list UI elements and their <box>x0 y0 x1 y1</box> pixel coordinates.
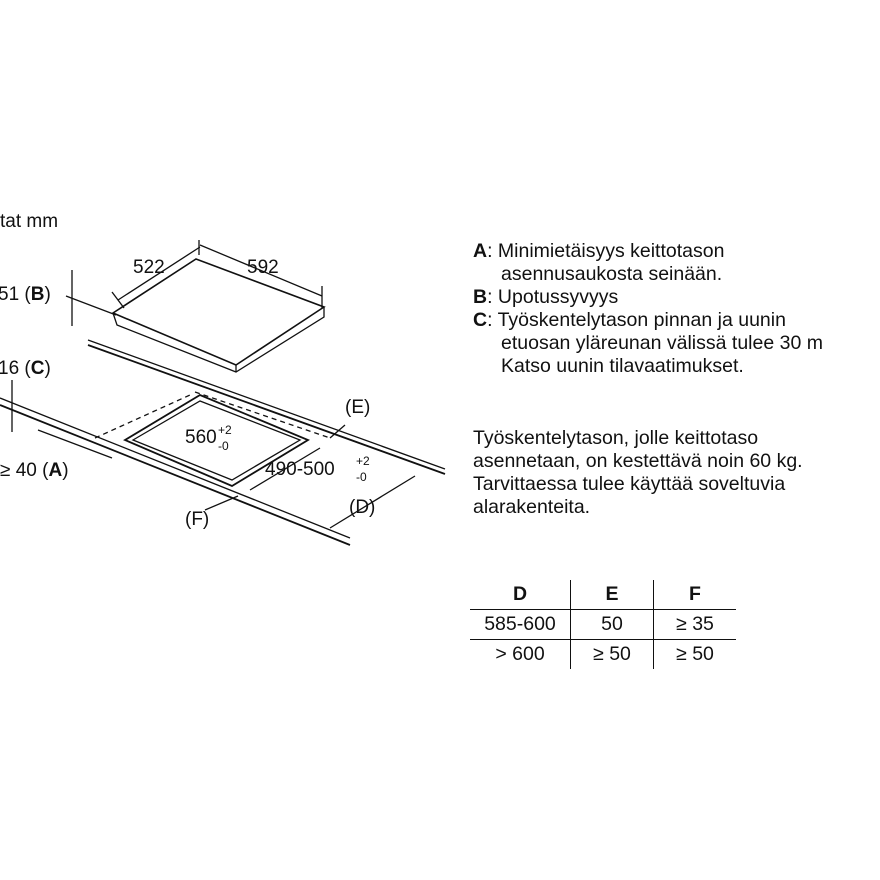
note-line: Tarvittaessa tulee käyttää soveltuvia <box>473 473 786 495</box>
cutout <box>123 393 310 488</box>
cutout-projection <box>94 394 191 439</box>
table-row: > 600 ≥ 50 ≥ 50 <box>470 639 736 669</box>
dim-592-line <box>199 244 323 297</box>
label-f: (F) <box>185 509 209 530</box>
table-header-row: D E F <box>470 580 736 610</box>
table-header-d: D <box>470 580 571 610</box>
legend: A: Minimietäisyys keittotason asennusauk… <box>473 240 880 378</box>
dim-a-line <box>37 429 113 459</box>
table-header-f: F <box>653 580 736 610</box>
legend-item: C: Työskentelytason pinnan ja uunin <box>473 309 786 331</box>
legend-item: A: Minimietäisyys keittotason <box>473 240 725 262</box>
table-cell: 50 <box>570 609 654 640</box>
dim-cutout-depth: 490-500 <box>265 459 335 480</box>
dim-e-line <box>329 424 346 439</box>
dim-cutout-depth-tol-minus: -0 <box>356 470 367 484</box>
worktop-front-line <box>0 404 351 546</box>
dim-f-line <box>204 495 239 511</box>
table-cell: ≥ 50 <box>653 639 736 669</box>
legend-item-continuation: Katso uunin tilavaatimukset. <box>501 355 744 377</box>
legend-item: B: Upotussyvyys <box>473 286 619 308</box>
table-header-e: E <box>570 580 654 610</box>
dim-cutout-depth-tol-plus: +2 <box>356 454 370 468</box>
label-d: (D) <box>349 497 375 518</box>
dim-hob-width: 522 <box>133 257 165 278</box>
worktop-back-line <box>87 344 446 475</box>
units-caption: tat mm <box>0 211 58 232</box>
dim-522-line <box>117 246 201 301</box>
table-row: 585-600 50 ≥ 35 <box>470 609 736 640</box>
table-cell: > 600 <box>495 643 545 665</box>
dim-b-label: 51 (B) <box>0 284 51 305</box>
dim-c-label: 16 (C) <box>0 358 51 379</box>
dim-cutout-depth-line <box>249 447 321 491</box>
legend-item-continuation: etuosan yläreunan välissä tulee 30 m <box>501 332 823 354</box>
clearance-table: D E F 585-600 50 ≥ 35 > 600 ≥ 50 ≥ 50 <box>470 580 736 669</box>
label-e: (E) <box>345 397 370 418</box>
note-line: alarakenteita. <box>473 496 591 518</box>
legend-item-continuation: asennusaukosta seinään. <box>501 263 723 285</box>
dim-cutout-width: 560 <box>185 427 217 448</box>
table-cell: 585-600 <box>470 609 571 640</box>
table-cell: ≥ 50 <box>570 639 654 669</box>
table-cell: ≥ 35 <box>653 609 736 640</box>
dim-a-label: ≥ 40 (A) <box>0 460 69 481</box>
dim-d-line <box>329 475 416 529</box>
dim-hob-depth: 592 <box>247 257 279 278</box>
dim-cutout-width-tol-minus: -0 <box>218 439 229 453</box>
load-note: Työskentelytason, jolle keittotaso asenn… <box>473 427 880 519</box>
note-line: asennetaan, on kestettävä noin 60 kg. <box>473 450 803 472</box>
note-line: Työskentelytason, jolle keittotaso <box>473 427 759 449</box>
installation-drawing: tat mm 522 592 51 (B) 16 (C) ≥ 40 (A) 56… <box>0 211 446 546</box>
dim-cutout-width-tol-plus: +2 <box>218 423 232 437</box>
